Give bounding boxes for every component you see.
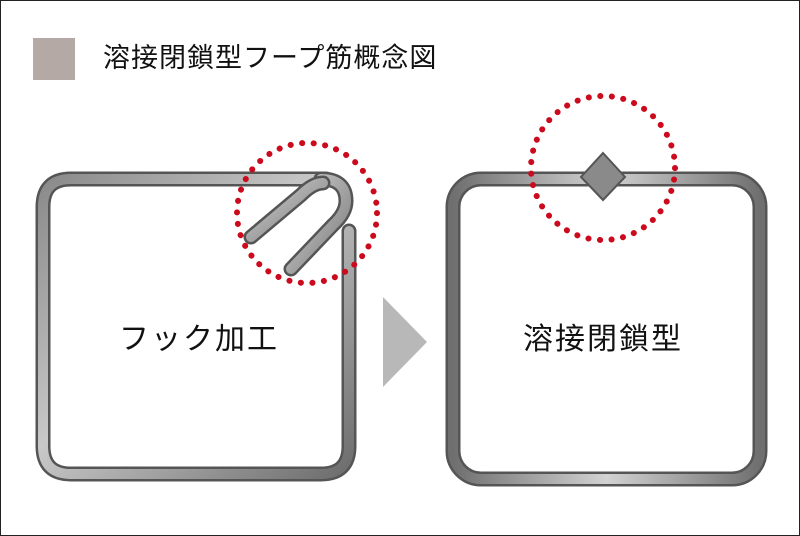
weld-highlight-circle: [528, 93, 678, 243]
transition-arrow: [383, 297, 427, 387]
hooked-hoop: [35, 140, 380, 482]
title-color-swatch: [33, 38, 75, 80]
hook-highlight-circle: [234, 140, 380, 286]
label-hook-processing: フック加工: [119, 322, 279, 357]
diagram-title: 溶接閉鎖型フープ筋概念図: [103, 43, 438, 74]
label-welded-closed: 溶接閉鎖型: [523, 322, 683, 357]
welded-hoop: [445, 93, 768, 487]
weld-point: [579, 151, 627, 202]
